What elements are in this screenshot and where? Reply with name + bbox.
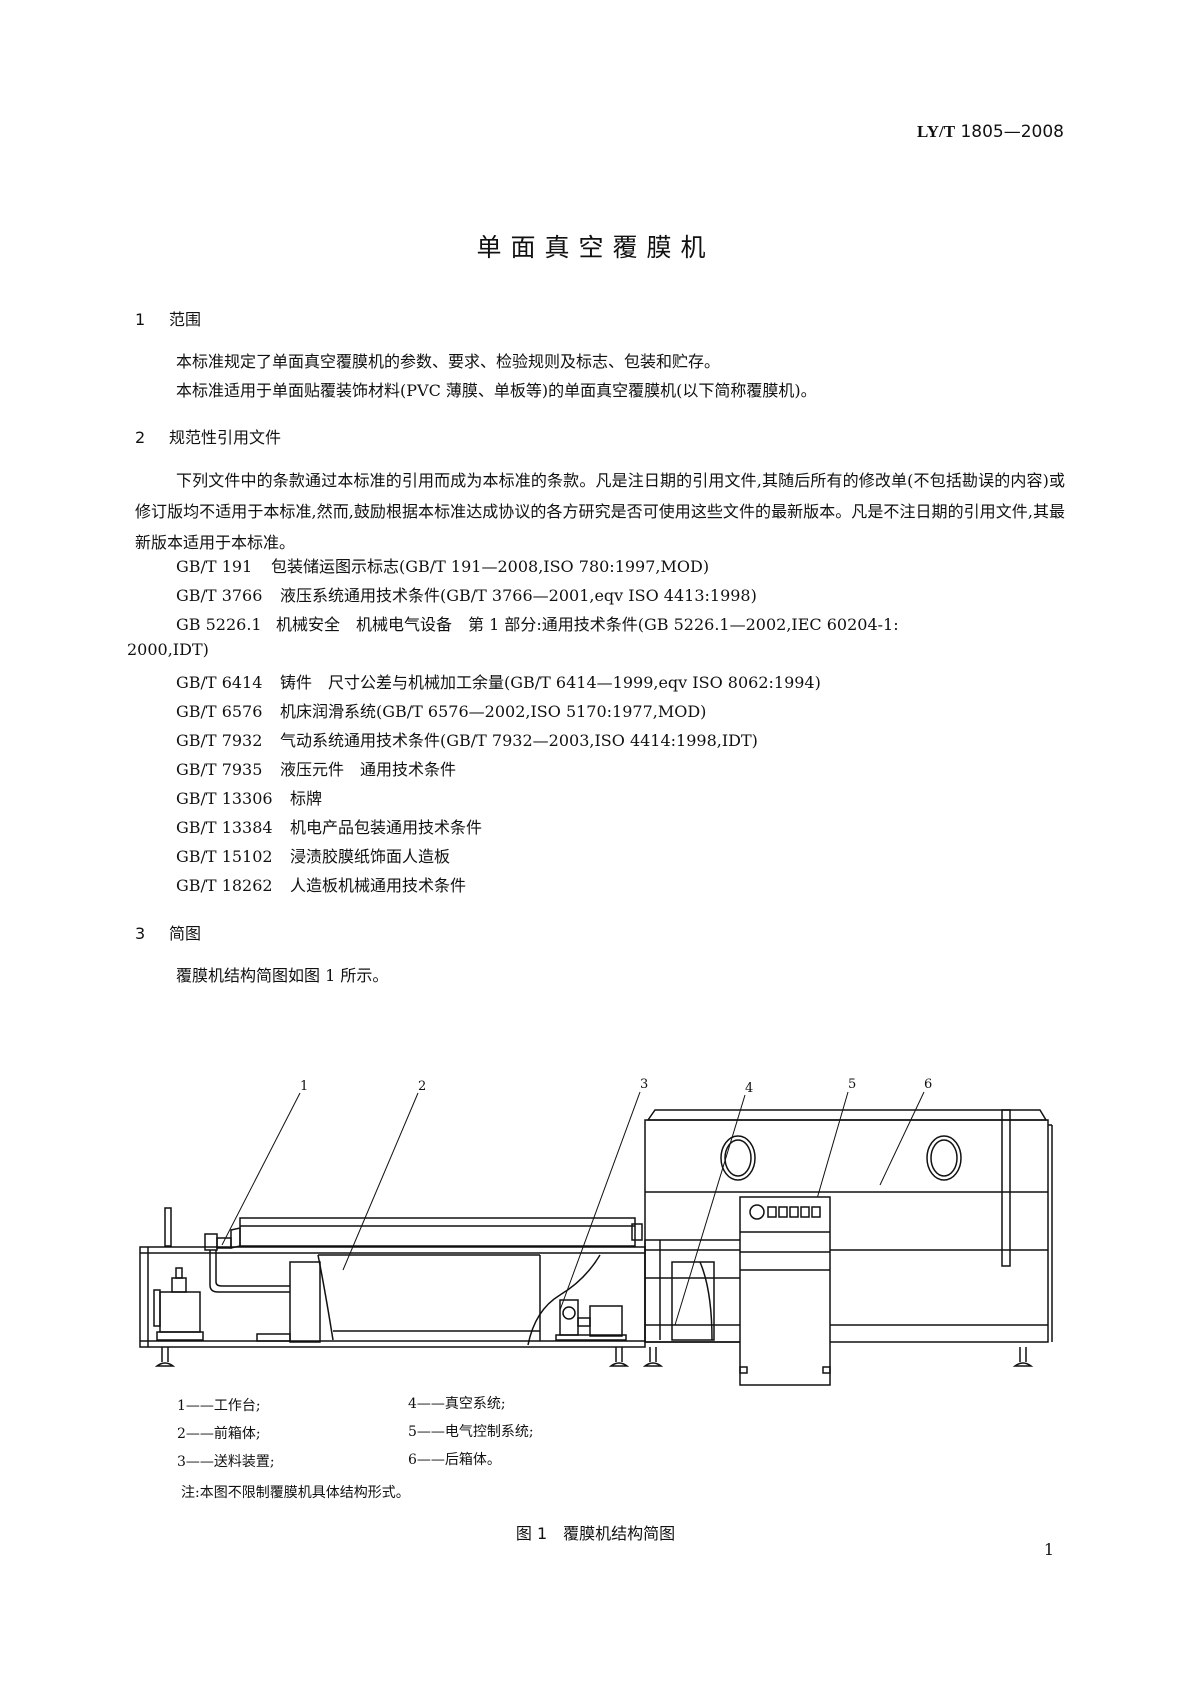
reference-code: GB/T 18262 [176,876,273,895]
reference-title: 人造板机械通用技术条件 [290,876,467,895]
reference-item: GB/T 13306 标牌 [176,785,322,809]
reference-continuation: 2000,IDT) [127,640,209,659]
standard-prefix: LY/T [916,122,956,141]
reference-item: GB/T 13384 机电产品包装通用技术条件 [176,814,482,838]
reference-item: GB 5226.1 机械安全 机械电气设备 第 1 部分:通用技术条件(GB 52… [176,611,899,635]
control-cabinet [739,1196,831,1386]
rear-box [644,1119,1049,1343]
viewport-right [926,1135,962,1181]
reference-item: GB/T 191 包装储运图示标志(GB/T 191—2008,ISO 780:1… [176,553,709,577]
reference-code: GB/T 6414 [176,673,263,692]
section-title: 简图 [169,924,202,943]
section-3-paragraph: 覆膜机结构简图如图 1 所示。 [176,966,389,985]
standard-code: LY/T 1805—2008 [917,122,1064,142]
reference-item: GB/T 18262 人造板机械通用技术条件 [176,872,466,896]
document-title: 单面真空覆膜机 [476,233,715,262]
callout-5: 5 [848,1077,856,1092]
section-number: 2 [135,428,146,447]
legend-item: 1——工作台; [177,1398,261,1414]
reference-item: GB/T 6414 铸件 尺寸公差与机械加工余量(GB/T 6414—1999,e… [176,669,821,693]
reference-title: 铸件 尺寸公差与机械加工余量(GB/T 6414—1999,eqv ISO 80… [280,673,821,692]
section-number: 1 [135,310,146,329]
viewport-left [720,1135,756,1181]
section-title: 范围 [169,310,202,329]
section-title: 规范性引用文件 [169,428,282,447]
section-1-paragraph-2: 本标准适用于单面贴覆装饰材料(PVC 薄膜、单板等)的单面真空覆膜机(以下简称覆… [176,381,817,400]
legend-item: 3——送料装置; [177,1454,275,1470]
section-3-heading: 3 简图 [135,920,201,944]
roller [239,1217,636,1247]
section-1-paragraph-1: 本标准规定了单面真空覆膜机的参数、要求、检验规则及标志、包装和贮存。 [176,352,721,371]
left-motor [159,1291,201,1333]
reference-item: GB/T 6576 机床润滑系统(GB/T 6576—2002,ISO 5170:… [176,698,706,722]
reference-item: GB/T 3766 液压系统通用技术条件(GB/T 3766—2001,eqv I… [176,582,757,606]
reference-title: 气动系统通用技术条件(GB/T 7932—2003,ISO 4414:1998,… [280,731,758,750]
reference-title: 包装储运图示标志(GB/T 191—2008,ISO 780:1997,MOD) [271,557,710,576]
reference-item: GB/T 7932 气动系统通用技术条件(GB/T 7932—2003,ISO 4… [176,727,758,751]
section-2-intro: 下列文件中的条款通过本标准的引用而成为本标准的条款。凡是注日期的引用文件,其随后… [135,471,1065,552]
legend-item: 6——后箱体。 [408,1452,501,1468]
callout-6: 6 [924,1077,932,1092]
reference-code: GB/T 15102 [176,847,273,866]
reference-item: GB/T 7935 液压元件 通用技术条件 [176,756,456,780]
rear-box-top [646,1109,1048,1121]
reference-code: GB/T 3766 [176,586,263,605]
reference-code: GB/T 13384 [176,818,273,837]
machine-diagram: 1 2 3 4 5 6 [139,1077,1053,1386]
leveling-feet [154,1347,1034,1367]
callout-4: 4 [745,1081,753,1096]
page-number: 1 [1043,1540,1054,1559]
reference-title: 液压系统通用技术条件(GB/T 3766—2001,eqv ISO 4413:1… [280,586,757,605]
callout-2: 2 [418,1079,426,1094]
callout-1: 1 [300,1079,308,1094]
reference-title: 机床润滑系统(GB/T 6576—2002,ISO 5170:1977,MOD) [280,702,707,721]
reference-title: 标牌 [290,789,323,808]
figure-caption: 图 1 覆膜机结构简图 [515,1524,676,1543]
section-1-heading: 1 范围 [135,306,201,330]
reference-code: GB/T 191 [176,557,253,576]
reference-item: GB/T 15102 浸渍胶膜纸饰面人造板 [176,843,450,867]
figure-note: 注:本图不限制覆膜机具体结构形式。 [181,1485,410,1501]
reference-title: 液压元件 通用技术条件 [280,760,457,779]
standard-number: 1805—2008 [960,122,1064,142]
reference-code: GB/T 13306 [176,789,273,808]
reference-title: 机电产品包装通用技术条件 [290,818,483,837]
reference-code: GB/T 7935 [176,760,263,779]
callout-labels: 1 2 3 4 5 6 [300,1077,932,1096]
legend-item: 4——真空系统; [408,1396,506,1412]
section-number: 3 [135,924,146,943]
reference-code: GB/T 6576 [176,702,263,721]
callout-3: 3 [640,1077,648,1092]
reference-code: GB/T 7932 [176,731,263,750]
reference-title: 浸渍胶膜纸饰面人造板 [290,847,451,866]
legend-item: 2——前箱体; [177,1426,261,1442]
legend-item: 5——电气控制系统; [408,1424,534,1440]
section-2-heading: 2 规范性引用文件 [135,424,281,448]
reference-code: GB 5226.1 [176,615,262,634]
reference-title: 机械安全 机械电气设备 第 1 部分:通用技术条件(GB 5226.1—2002… [276,615,899,634]
feed-motor [589,1305,623,1337]
